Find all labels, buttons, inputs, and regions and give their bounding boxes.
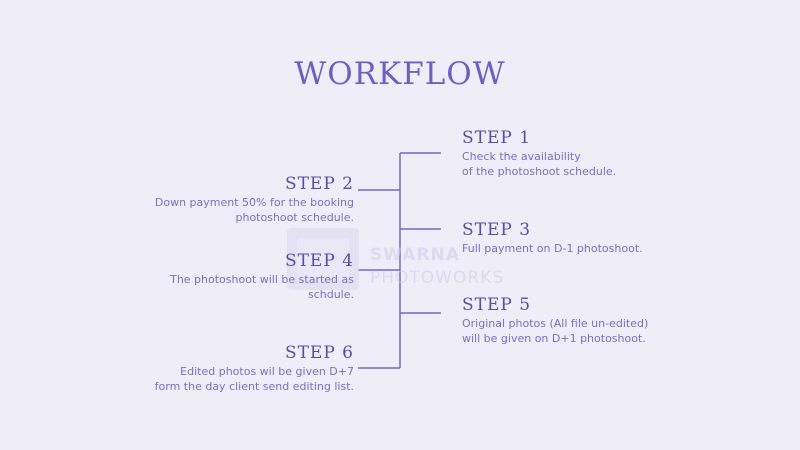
step-3-description: Full payment on D-1 photoshoot. [462,241,722,256]
step-6-desc-line-2: form the day client send editing list. [154,380,354,393]
step-5-desc-line-2: will be given on D+1 photoshoot. [462,332,646,345]
step-1-desc-line-1: Check the availability [462,150,581,163]
step-6-title: STEP 6 [284,343,354,363]
watermark-brand-line2: PHOTOWORKS [370,268,505,288]
step-1-title: STEP 1 [462,128,532,148]
step-2-description: Down payment 50% for the booking photosh… [94,195,354,225]
step-4-desc-line-1: The photoshoot will be started as [170,273,354,286]
step-2-title: STEP 2 [284,174,354,194]
step-4-description: The photoshoot will be started as schdul… [94,272,354,302]
step-1-description: Check the availability of the photoshoot… [462,149,722,179]
watermark-logo: SWARNA PHOTOWORKS [287,228,527,294]
step-6: STEP 6 Edited photos wil be given D+7 fo… [94,343,354,394]
step-2-desc-line-1: Down payment 50% for the booking [154,196,354,209]
step-4-title: STEP 4 [284,251,354,271]
step-2: STEP 2 Down payment 50% for the booking … [94,174,354,225]
page-title: WORKFLOW [294,56,506,92]
step-5-desc-line-1: Original photos (All file un-edited) [462,317,649,330]
step-1-desc-line-2: of the photoshoot schedule. [462,165,617,178]
step-4: STEP 4 The photoshoot will be started as… [94,251,354,302]
step-2-desc-line-2: photoshoot schedule. [235,211,355,224]
watermark-emblem-icon [287,228,359,290]
step-3: STEP 3 Full payment on D-1 photoshoot. [462,220,722,256]
step-3-title: STEP 3 [462,220,532,240]
step-6-desc-line-1: Edited photos wil be given D+7 [180,365,354,378]
step-3-desc-line-1: Full payment on D-1 photoshoot. [462,242,643,255]
watermark-brand-line1: SWARNA [370,245,460,265]
step-5-description: Original photos (All file un-edited) wil… [462,316,722,346]
step-6-description: Edited photos wil be given D+7 form the … [94,364,354,394]
step-5: STEP 5 Original photos (All file un-edit… [462,295,722,346]
step-5-title: STEP 5 [462,295,532,315]
step-1: STEP 1 Check the availability of the pho… [462,128,722,179]
step-4-desc-line-2: schdule. [307,288,354,301]
